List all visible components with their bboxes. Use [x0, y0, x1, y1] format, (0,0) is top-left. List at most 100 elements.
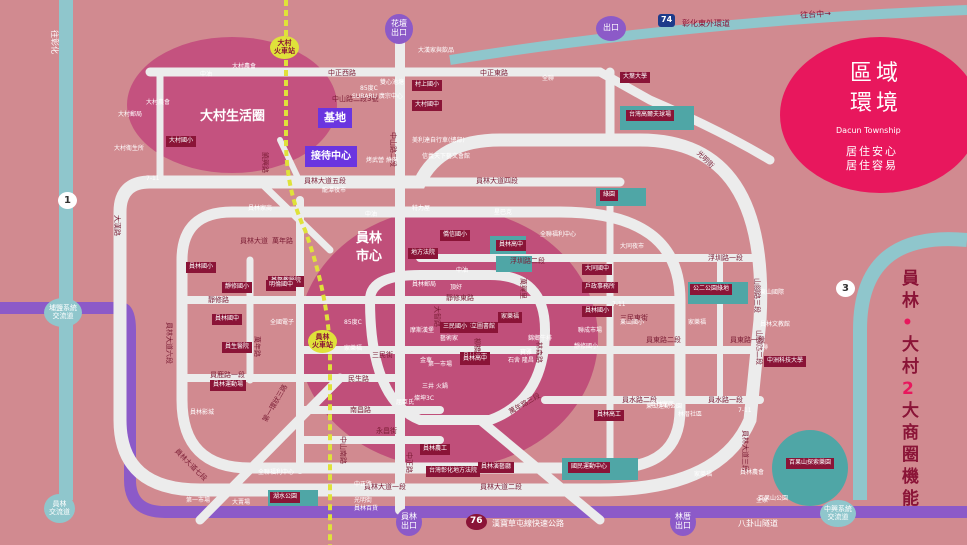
facility-label: 湖水公園 [270, 492, 301, 503]
park-block-2 [496, 256, 532, 272]
side-banner-char: 能 [902, 489, 919, 509]
outer-ring-road [113, 133, 768, 497]
poi-label: 摩斯漢堡 [410, 327, 435, 334]
road-label: 員林大道四段 [476, 177, 518, 185]
road-east-top [595, 67, 775, 165]
road-label: 中正東路 [480, 69, 508, 77]
route-76-shield: 76 [466, 514, 487, 530]
poi-label: 員林影城 [190, 409, 215, 416]
yuanlin-exit-label: 員林 出口 [396, 508, 422, 536]
poi-label: 中油 [200, 71, 213, 78]
title-line-1: 區域 [850, 61, 903, 86]
poi-label: 85度C [344, 319, 362, 326]
facility-label: 大葉大學 [620, 72, 651, 83]
road-label: 萬興里 [519, 278, 527, 299]
road-label: 員水路一段 [708, 396, 743, 404]
poi-label: 聯成市場 [578, 327, 603, 334]
dacun-zone-label: 大村生活圈 [200, 109, 266, 124]
road-label: 員林大道二段 [480, 483, 522, 491]
road-label: 萬年路三段 [507, 391, 542, 417]
road-diagonal-sw [195, 373, 345, 525]
facility-label: 地方法院 [408, 248, 439, 259]
road-label: 靜修東路 [446, 294, 474, 302]
railway-line [284, 0, 332, 545]
road-station [277, 137, 303, 185]
poi-label: 東山國小 [620, 319, 645, 326]
top-exit-label: 出口 [596, 16, 626, 41]
poi-label: 大村郵局 [118, 111, 143, 118]
road-label: 靜修路 [208, 296, 229, 304]
facility-label: 市立圖書館 [462, 322, 499, 333]
poi-label: 員林家商 [248, 205, 273, 212]
to-changhua-label: 往彰化 [50, 30, 59, 54]
side-banner-char: 商 [902, 423, 919, 443]
inner-ring-road [176, 206, 686, 474]
route-3-shield: 3 [836, 280, 855, 297]
poi-label: 全家 [756, 497, 769, 504]
side-banner-char: 圈 [902, 445, 919, 465]
facility-label: 綠園 [600, 190, 619, 201]
road-label: 民生路 [348, 375, 369, 383]
poi-label: 員林家商 [650, 401, 675, 408]
poi-label: 龍潭夜市 [322, 187, 347, 194]
road-label: 山腳路三段 [753, 278, 761, 313]
road-label: 大漢路 [113, 215, 121, 236]
expressway-76-label: 漢寶草屯線快速公路 [492, 519, 564, 528]
road-label: 員水路二段 [622, 396, 657, 404]
facility-label: 員林演藝廳 [478, 462, 515, 473]
poi-label: 全聯 [542, 75, 555, 82]
road-label: 萬年路 [272, 237, 293, 245]
poi-label: 烤武營 燒肉 [366, 157, 398, 164]
side-banner-char: 大 [902, 335, 919, 355]
facility-label: 明倫國中 [266, 280, 297, 291]
poi-label: 員林百貨 [354, 505, 379, 512]
facility-label: 員生醫院 [222, 342, 253, 353]
poi-label: 中油 [456, 267, 469, 274]
facility-label: 員林高中 [496, 240, 527, 251]
title-tag-2: 居住容易 [846, 159, 898, 172]
facility-label: 三民國小 [440, 322, 471, 333]
road-diagonal-se [475, 415, 605, 525]
poi-label: 美利達自行車(總部) [412, 137, 465, 144]
poi-label: 東山運動公園 [646, 403, 683, 410]
facility-label: 員林高中 [460, 354, 491, 365]
to-taichung-label: 往台中→ [799, 8, 832, 20]
poi-label: 大同夜市 [620, 243, 645, 250]
poi-label: 家樂福 [688, 319, 707, 326]
road-label: 員林大道六段 [165, 322, 173, 364]
poi-label: 7-11 [612, 301, 626, 308]
road-label: 員林大道三段 [741, 430, 749, 472]
road-label: 浮圳路二段 [510, 257, 545, 265]
poi-label: 7-11 [146, 175, 160, 182]
facility-label: 台灣高爾夫球場 [626, 110, 675, 121]
side-banner-char: • [902, 313, 913, 333]
poi-label: 特力屋 [412, 205, 431, 212]
poi-label: 中正路 [354, 481, 373, 488]
facility-label: 百果山探索樂園 [786, 458, 835, 469]
road-label: 員林大道五段 [304, 177, 346, 185]
road-label: 員林大道七段 [173, 447, 209, 483]
road-label: 萬年路 [253, 336, 261, 357]
poi-label: 屈臣氏 [396, 399, 415, 406]
bagua-tunnel-label: 八卦山隧道 [738, 519, 778, 528]
poi-label: 全聯福利中心 [258, 469, 295, 476]
route-74-shield: 74 [658, 14, 676, 27]
title-tag-1: 居住安心 [846, 145, 898, 158]
poi-label: 中油 [365, 211, 378, 218]
side-banner-char: 村 [902, 357, 919, 377]
title-english: Dacun Township [836, 126, 901, 135]
site-badge: 基地 [318, 108, 352, 129]
facility-label: 戶政事務所 [582, 282, 619, 293]
poi-label: 百果山公園 [758, 495, 789, 502]
facility-label: 大村國中 [412, 100, 443, 111]
road-label: 三民街 [372, 351, 393, 359]
road-label: 員林大道一段 [364, 483, 406, 491]
road-label: 員東路二段 [646, 336, 681, 344]
poi-label: 林厝社區 [678, 411, 703, 418]
dacun-station-label: 大村 火車站 [270, 36, 299, 60]
facility-label: 家樂福 [498, 312, 523, 323]
poi-label: 光明街 [354, 497, 373, 504]
poi-label: 大村衛生所 [114, 145, 145, 152]
huatan-exit-label: 花壇 出口 [385, 14, 413, 44]
